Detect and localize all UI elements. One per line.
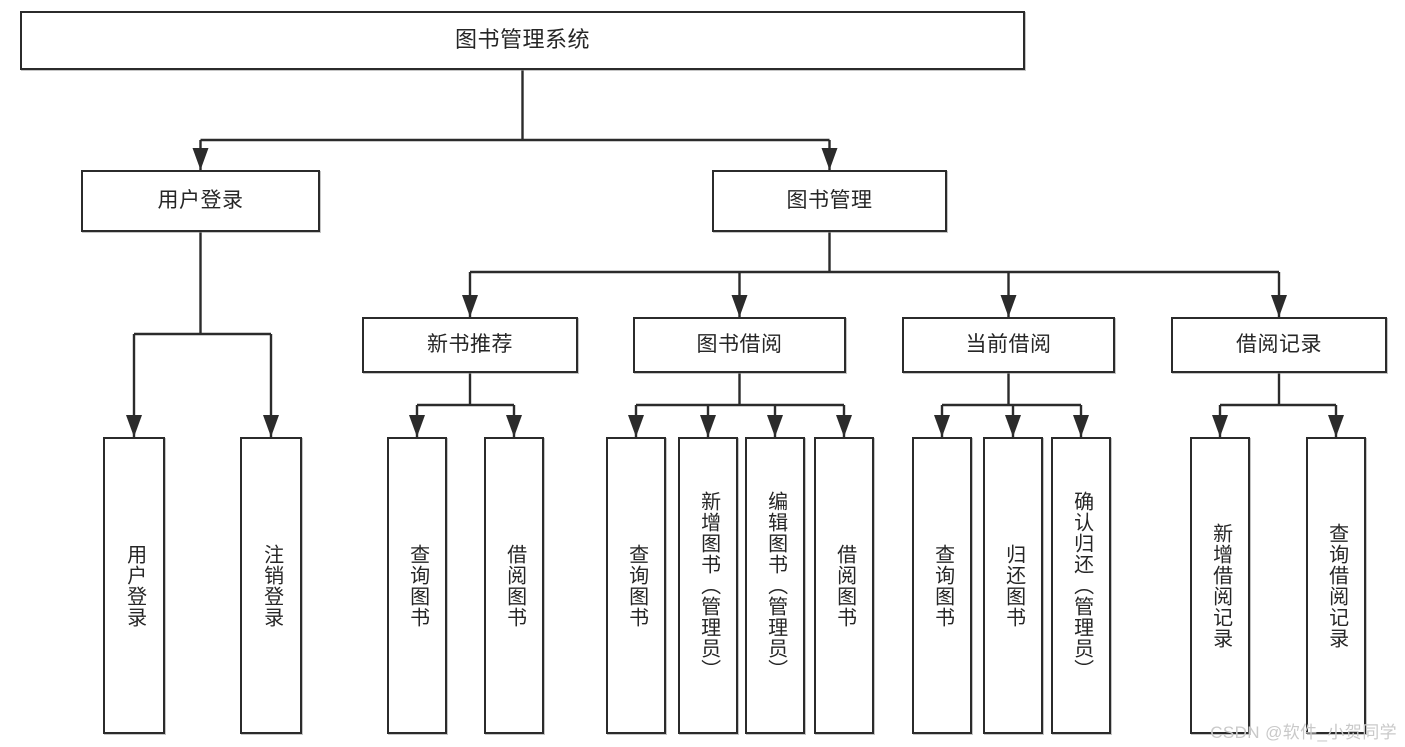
node-label: 图书管理系统: [454, 27, 590, 53]
node-label: 当前借阅: [965, 333, 1052, 357]
connector-arrowhead: [409, 415, 425, 437]
node-label: 注销登录: [260, 543, 283, 628]
node-label: 借阅图书: [833, 543, 856, 628]
node-leaf-add-record[interactable]: 新增借阅记录: [1190, 437, 1250, 734]
node-leaf-borrow-book-2[interactable]: 借阅图书: [814, 437, 874, 734]
connector-arrowhead: [192, 148, 209, 170]
node-leaf-user-login[interactable]: 用户登录: [103, 437, 165, 734]
csdn-watermark: CSDN @软件_小贺同学: [1210, 723, 1397, 742]
node-label: 新增借阅记录: [1209, 522, 1232, 649]
connector-arrowhead: [731, 295, 748, 317]
connector-arrowhead: [700, 415, 716, 437]
node-leaf-edit-book[interactable]: 编辑图书（管理员）: [745, 437, 805, 734]
node-leaf-return-book[interactable]: 归还图书: [983, 437, 1043, 734]
node-leaf-query-record[interactable]: 查询借阅记录: [1306, 437, 1366, 734]
node-new-book-recommend[interactable]: 新书推荐: [362, 317, 578, 373]
connector-arrowhead: [1212, 415, 1228, 437]
connector-arrowhead: [934, 415, 950, 437]
node-leaf-query-book-3[interactable]: 查询图书: [912, 437, 972, 734]
node-label: 图书借阅: [696, 333, 783, 357]
node-label: 借阅图书: [503, 543, 526, 628]
node-root[interactable]: 图书管理系统: [20, 11, 1025, 70]
connector-arrowhead: [821, 148, 838, 170]
connector-arrowhead: [767, 415, 783, 437]
connector-arrowhead: [1328, 415, 1344, 437]
node-label: 编辑图书（管理员）: [764, 491, 787, 680]
connector-arrowhead: [1271, 295, 1287, 317]
connector-arrowhead: [126, 415, 142, 437]
node-borrow-record[interactable]: 借阅记录: [1171, 317, 1387, 373]
node-label: 查询图书: [625, 543, 648, 628]
node-label: 用户登录: [157, 189, 244, 213]
connector-arrowhead: [1005, 415, 1021, 437]
node-label: 查询图书: [931, 543, 954, 628]
node-label: 用户登录: [123, 543, 146, 628]
node-book-borrow[interactable]: 图书借阅: [633, 317, 846, 373]
node-leaf-add-book[interactable]: 新增图书（管理员）: [678, 437, 738, 734]
node-current-borrow[interactable]: 当前借阅: [902, 317, 1115, 373]
node-label: 确认归还（管理员）: [1070, 491, 1093, 680]
node-label: 图书管理: [786, 189, 873, 213]
node-leaf-confirm-return[interactable]: 确认归还（管理员）: [1051, 437, 1111, 734]
connector-arrowhead: [1000, 295, 1017, 317]
connector-arrowhead: [628, 415, 644, 437]
node-book-manage[interactable]: 图书管理: [712, 170, 947, 232]
connector-arrowhead: [506, 415, 522, 437]
node-leaf-logout[interactable]: 注销登录: [240, 437, 302, 734]
node-leaf-query-book-1[interactable]: 查询图书: [387, 437, 447, 734]
node-leaf-borrow-book-1[interactable]: 借阅图书: [484, 437, 544, 734]
node-label: 新书推荐: [427, 333, 513, 357]
node-label: 查询借阅记录: [1325, 522, 1348, 649]
connector-arrowhead: [836, 415, 852, 437]
connector-arrowhead: [263, 415, 279, 437]
node-label: 查询图书: [406, 543, 429, 628]
node-label: 归还图书: [1002, 543, 1025, 628]
node-label: 借阅记录: [1236, 333, 1322, 357]
node-leaf-query-book-2[interactable]: 查询图书: [606, 437, 666, 734]
connector-arrowhead: [462, 295, 478, 317]
connector-arrowhead: [1073, 415, 1089, 437]
node-label: 新增图书（管理员）: [697, 491, 720, 680]
node-user-login[interactable]: 用户登录: [81, 170, 320, 232]
